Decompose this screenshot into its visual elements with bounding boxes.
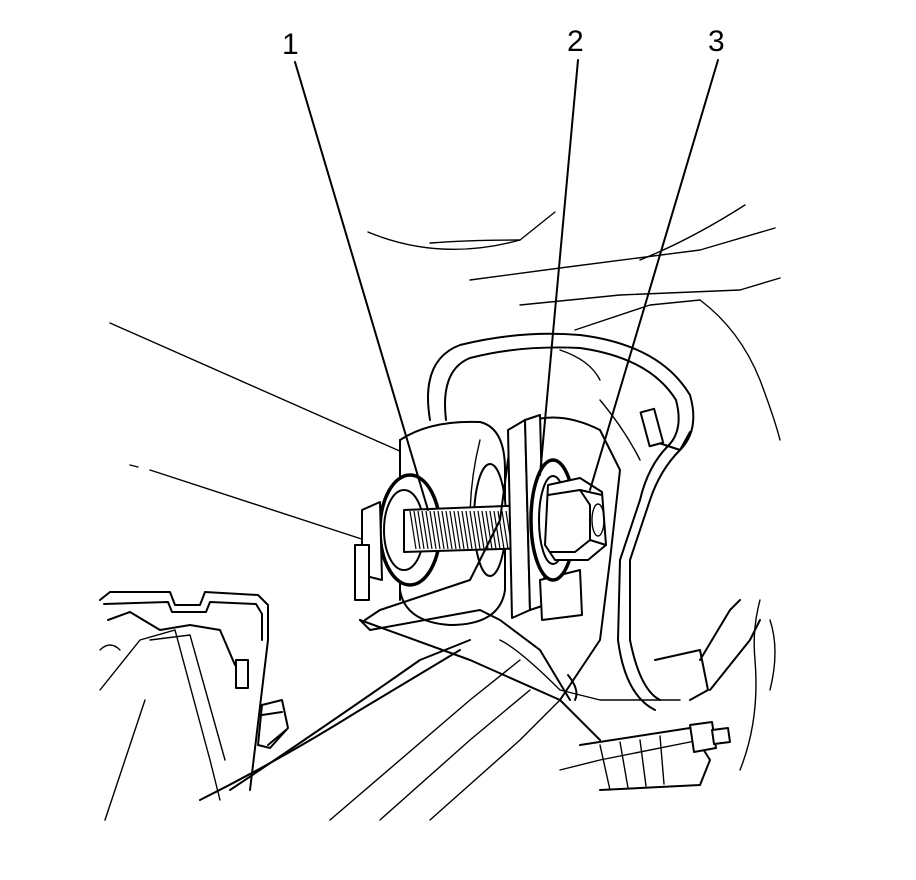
extension-lines — [109, 322, 421, 546]
thread-line — [445, 510, 453, 550]
thread-line — [489, 510, 497, 550]
thread-line — [485, 510, 493, 550]
thread-line — [437, 510, 445, 550]
thread-line — [421, 510, 429, 550]
hex-nut — [544, 477, 607, 561]
thread-line — [497, 510, 505, 550]
thread-line — [473, 510, 481, 550]
thread-line — [481, 510, 489, 550]
thread-line — [457, 510, 465, 550]
leader-line-1 — [294, 61, 429, 511]
thread-line — [453, 510, 461, 550]
thread-line — [469, 510, 477, 550]
callout-label-2: 2 — [567, 25, 584, 58]
frame-rail — [199, 619, 701, 821]
callout-label-3: 3 — [708, 25, 725, 58]
left-bracket — [99, 591, 289, 821]
thread-line — [449, 510, 457, 550]
thread-line — [493, 510, 501, 550]
thread-line — [417, 510, 425, 550]
leader-line-2 — [539, 59, 579, 476]
body-panels — [367, 204, 781, 441]
thread-line — [433, 510, 441, 550]
callout-label-1: 1 — [282, 28, 299, 61]
hose — [427, 332, 761, 711]
leader-lines — [294, 59, 719, 511]
thread-line — [429, 510, 437, 550]
thread-line — [441, 510, 449, 550]
thread-line — [413, 510, 421, 550]
thread-line — [477, 510, 485, 550]
cylinder — [579, 599, 776, 791]
thread-line — [425, 510, 433, 550]
thread-line — [465, 510, 473, 550]
thread-line — [409, 510, 417, 550]
thread-line — [501, 510, 509, 550]
mount-bracket — [359, 349, 641, 701]
leader-line-3 — [589, 59, 719, 491]
thread-line — [461, 510, 469, 550]
